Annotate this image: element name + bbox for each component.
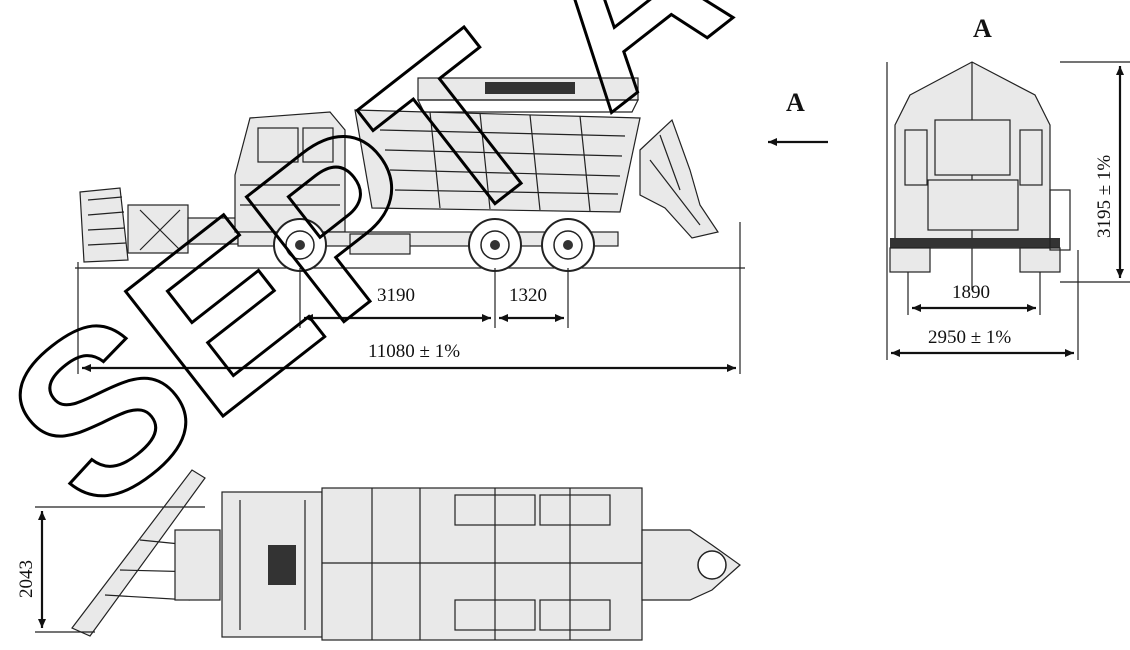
rear-view: A 1890 2950 ± 1% 3195 ± 1% — [886, 14, 1130, 360]
wheel-rear-1 — [468, 218, 522, 272]
watermark: SEPT AC — [0, 0, 900, 560]
dim-wheelbase-2: 1320 — [509, 285, 547, 306]
dim-track: 1890 — [952, 282, 990, 303]
body-top — [321, 487, 643, 641]
dim-wheelbase-1: 3190 — [377, 285, 415, 306]
dim-height: 3195 ± 1% — [1094, 155, 1115, 238]
top-view: 2043 — [16, 469, 741, 641]
side-view: 3190 1320 11080 ± 1% A — [75, 77, 828, 374]
view-arrow-label: A — [786, 88, 805, 117]
truck-cab — [234, 111, 346, 233]
dim-blade-width: 2043 — [16, 560, 37, 598]
rear-view-title: A — [973, 14, 992, 43]
front-plow-blade — [79, 187, 239, 263]
dump-body — [354, 109, 641, 213]
dim-width: 2950 ± 1% — [928, 327, 1011, 348]
dim-overall-length: 11080 ± 1% — [368, 341, 460, 362]
chassis-frame — [237, 231, 619, 247]
wheel-front — [273, 218, 327, 272]
wheel-rear-2 — [541, 218, 595, 272]
rear-spreader — [639, 118, 719, 239]
spreader-hopper — [417, 77, 639, 113]
